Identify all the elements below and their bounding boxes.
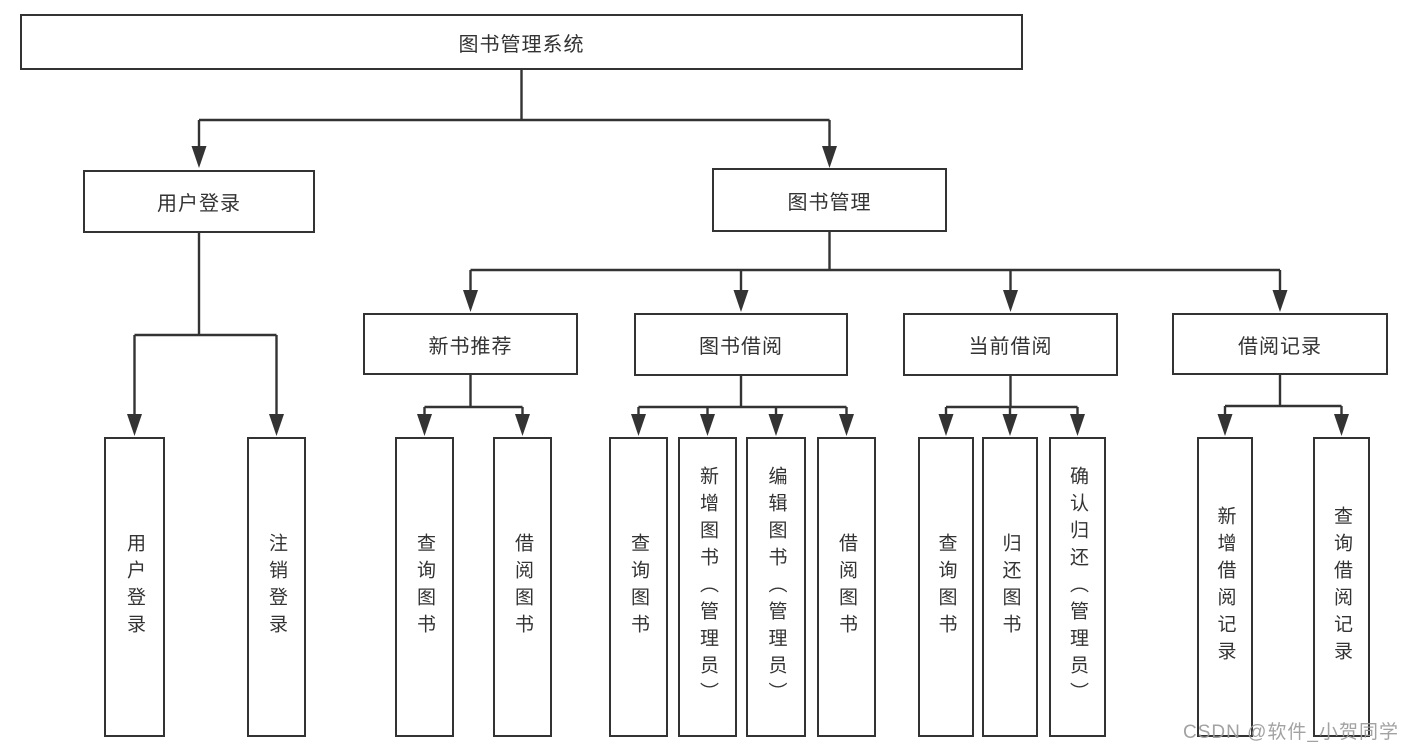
arrowhead-icons (127, 146, 1349, 436)
node-label: 用户登录 (157, 193, 241, 215)
node-label: 查询借阅记录 (1331, 506, 1352, 668)
node-label: 新增借阅记录 (1214, 506, 1236, 668)
node-label: 用户登录 (124, 533, 145, 641)
node-borrowing-records: 借阅记录 (1172, 313, 1388, 375)
node-label: 确认归还（管理员） (1067, 465, 1088, 709)
node-label: 借阅记录 (1238, 335, 1322, 358)
node-label: 查询图书 (414, 533, 435, 641)
node-library-management-system: 图书管理系统 (20, 14, 1023, 70)
node-user-login-branch: 用户登录 (83, 170, 315, 233)
node-label: 查询图书 (628, 533, 649, 641)
node-label: 借阅图书 (512, 533, 533, 641)
node-label: 归还图书 (999, 533, 1021, 641)
node-label: 借阅图书 (836, 533, 857, 641)
leaf-query-books-borrowing: 查询图书 (609, 437, 668, 737)
leaf-return-book: 归还图书 (982, 437, 1038, 737)
node-label: 当前借阅 (968, 336, 1053, 358)
leaf-borrow-books: 借阅图书 (817, 437, 876, 737)
leaf-logout: 注销登录 (247, 437, 306, 737)
node-label: 图书管理 (787, 191, 872, 214)
leaf-edit-book-admin: 编辑图书（管理员） (746, 437, 806, 737)
node-label: 新增图书（管理员） (697, 465, 718, 709)
node-book-borrowing: 图书借阅 (634, 313, 848, 376)
leaf-query-books-recommend: 查询图书 (395, 437, 454, 737)
node-label: 新书推荐 (428, 335, 513, 358)
leaf-query-books-current: 查询图书 (918, 437, 974, 737)
node-label: 图书管理系统 (458, 33, 585, 56)
node-new-book-recommendation: 新书推荐 (363, 313, 578, 375)
leaf-query-borrow-record: 查询借阅记录 (1313, 437, 1370, 737)
leaf-add-borrow-record: 新增借阅记录 (1197, 437, 1253, 737)
leaf-add-book-admin: 新增图书（管理员） (678, 437, 737, 737)
node-label: 编辑图书（管理员） (765, 465, 787, 709)
node-label: 注销登录 (266, 533, 287, 641)
node-book-management-branch: 图书管理 (712, 168, 947, 232)
csdn-watermark: CSDN @软件_小贺同学 (1183, 722, 1399, 743)
node-current-borrowing: 当前借阅 (903, 313, 1118, 376)
leaf-borrow-books-recommend: 借阅图书 (493, 437, 552, 737)
leaf-user-login: 用户登录 (104, 437, 165, 737)
node-label: 查询图书 (935, 533, 957, 641)
node-label: 图书借阅 (699, 336, 783, 358)
leaf-confirm-return-admin: 确认归还（管理员） (1049, 437, 1106, 737)
